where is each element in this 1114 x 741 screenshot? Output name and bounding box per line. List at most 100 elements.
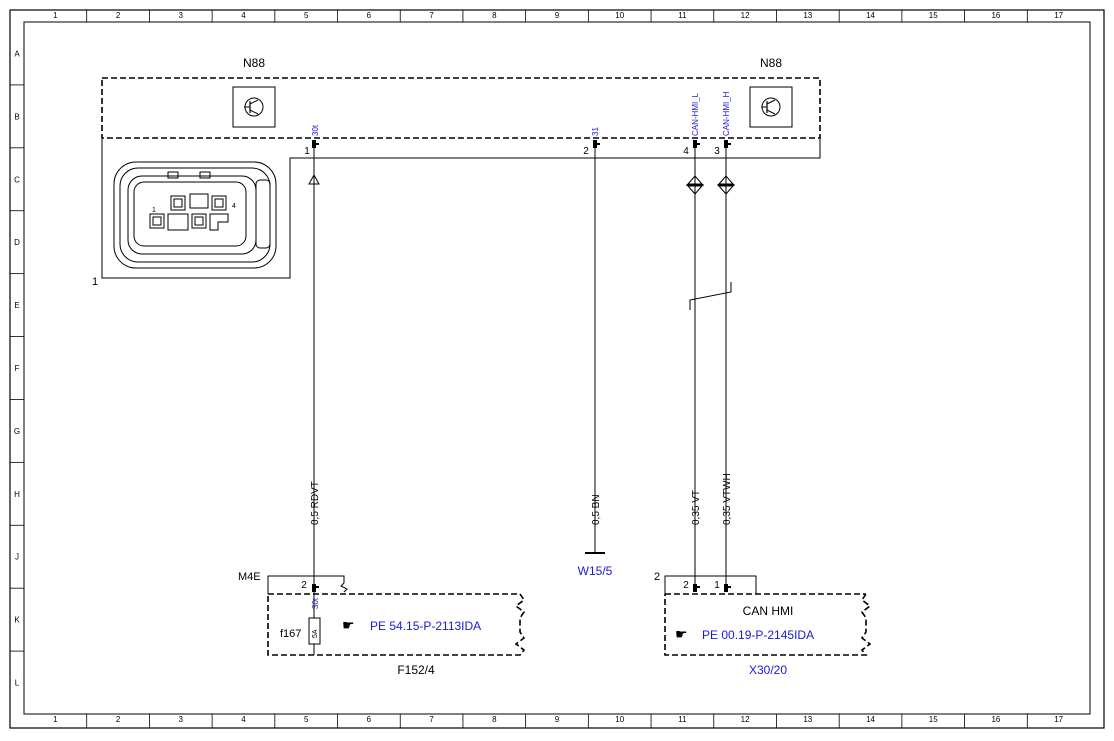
can-pin-number: 2 [683, 580, 689, 591]
transistor-icon [232, 86, 276, 128]
column-label-bottom: 5 [304, 715, 309, 724]
column-label-top: 5 [304, 11, 309, 20]
bidirectional-arrow-icon [717, 175, 735, 195]
can-pin-marker [724, 586, 731, 588]
column-label-bottom: 11 [678, 715, 687, 724]
connector-pin-label: 4 [232, 203, 236, 210]
column-label-top: 7 [429, 11, 434, 20]
column-label-bottom: 3 [179, 715, 184, 724]
fuse-name: f167 [280, 628, 301, 640]
fuse-reference-link[interactable]: PE 54.15-P-2113IDA [370, 619, 481, 633]
column-label-top: 8 [492, 11, 497, 20]
column-label-bottom: 1 [53, 715, 58, 724]
pin-number: 1 [304, 146, 310, 157]
can-box-title: CAN HMI [743, 604, 794, 618]
column-label-bottom: 15 [929, 715, 938, 724]
can-box-number: 2 [654, 571, 660, 583]
fuse-pin-signal: 30t [311, 597, 320, 609]
connector-pin-label: 1 [152, 207, 156, 214]
column-label-bottom: 9 [555, 715, 560, 724]
direction-arrow-icon [308, 173, 320, 185]
row-label: H [14, 490, 20, 499]
wire-label: 0,5 BN [591, 494, 602, 525]
can-pin-marker [693, 586, 700, 588]
pin-signal: CAN-HMI_H [722, 91, 731, 136]
pin-number: 2 [583, 146, 589, 157]
column-label-top: 1 [53, 11, 58, 20]
wire-label: 0,35 VTWH [722, 473, 733, 525]
inner-frame [23, 21, 1091, 715]
column-label-bottom: 16 [991, 715, 1000, 724]
row-label: K [14, 616, 20, 625]
column-label-bottom: 12 [741, 715, 750, 724]
column-label-top: 15 [929, 11, 938, 20]
column-label-top: 12 [741, 11, 750, 20]
connector-housing-outline [101, 138, 821, 279]
module-label-left: N88 [243, 56, 265, 70]
column-label-bottom: 7 [429, 715, 434, 724]
column-label-top: 16 [991, 11, 1000, 20]
row-label: G [14, 427, 20, 436]
column-label-top: 13 [803, 11, 812, 20]
row-label: B [14, 112, 19, 121]
row-label: L [15, 679, 20, 688]
outer-frame [9, 9, 1105, 729]
column-label-bottom: 4 [241, 715, 246, 724]
bidirectional-arrow-icon [686, 175, 704, 195]
column-label-top: 17 [1054, 11, 1063, 20]
fuse-rating: 5A [312, 629, 319, 638]
row-label: E [14, 301, 19, 310]
fuse-box-outline [267, 593, 526, 656]
can-box-name: X30/20 [749, 663, 787, 677]
fuse-connector-label: M4E [238, 571, 261, 583]
column-label-top: 4 [241, 11, 246, 20]
row-label: F [15, 364, 20, 373]
ground-label: W15/5 [578, 564, 613, 578]
transistor-icon [749, 86, 793, 128]
connector-ref-label: 1 [92, 276, 98, 288]
fuse-box-name: F152/4 [397, 663, 435, 677]
pin-markers [312, 140, 731, 148]
column-label-bottom: 14 [866, 715, 875, 724]
column-label-top: 6 [367, 11, 372, 20]
wire-label: 0,35 VT [691, 490, 702, 525]
column-label-bottom: 6 [367, 715, 372, 724]
column-label-top: 2 [116, 11, 121, 20]
can-pin-number: 1 [714, 580, 720, 591]
column-label-top: 11 [678, 11, 687, 20]
can-box-outline [664, 593, 872, 656]
column-label-bottom: 10 [615, 715, 624, 724]
column-label-top: 9 [555, 11, 560, 20]
column-label-top: 3 [179, 11, 184, 20]
wire-lines [313, 148, 732, 585]
column-label-top: 14 [866, 11, 875, 20]
fuse-connector-outline [267, 575, 348, 594]
can-reference-link[interactable]: PE 00.19-P-2145IDA [702, 628, 814, 642]
row-label: C [14, 175, 20, 184]
reference-icon: ☛ [675, 626, 688, 642]
pin-signal: CAN-HMI_L [691, 92, 700, 136]
column-label-bottom: 17 [1054, 715, 1063, 724]
row-label: A [14, 49, 20, 58]
module-label-right: N88 [760, 56, 782, 70]
pin-number: 3 [714, 146, 720, 157]
column-labels: 1122334455667788991010111112121313141415… [53, 10, 1064, 728]
row-label: D [14, 238, 20, 247]
connector-drawing [113, 161, 277, 269]
can-connector-outline [664, 575, 757, 594]
row-labels: A B C D E F G H J K L [10, 49, 24, 688]
module-n88-box [101, 77, 821, 139]
column-label-top: 10 [615, 11, 624, 20]
row-label: J [15, 553, 19, 562]
column-label-bottom: 8 [492, 715, 497, 724]
fuse-pin-number: 2 [301, 580, 307, 591]
wire-label: 0,5 RDVT [310, 481, 321, 525]
column-label-bottom: 2 [116, 715, 121, 724]
pin-signal: 30t [311, 124, 320, 136]
pin-signal: 31 [591, 127, 600, 136]
pin-number: 4 [683, 146, 689, 157]
fuse-pin-marker [312, 586, 319, 588]
column-label-bottom: 13 [803, 715, 812, 724]
